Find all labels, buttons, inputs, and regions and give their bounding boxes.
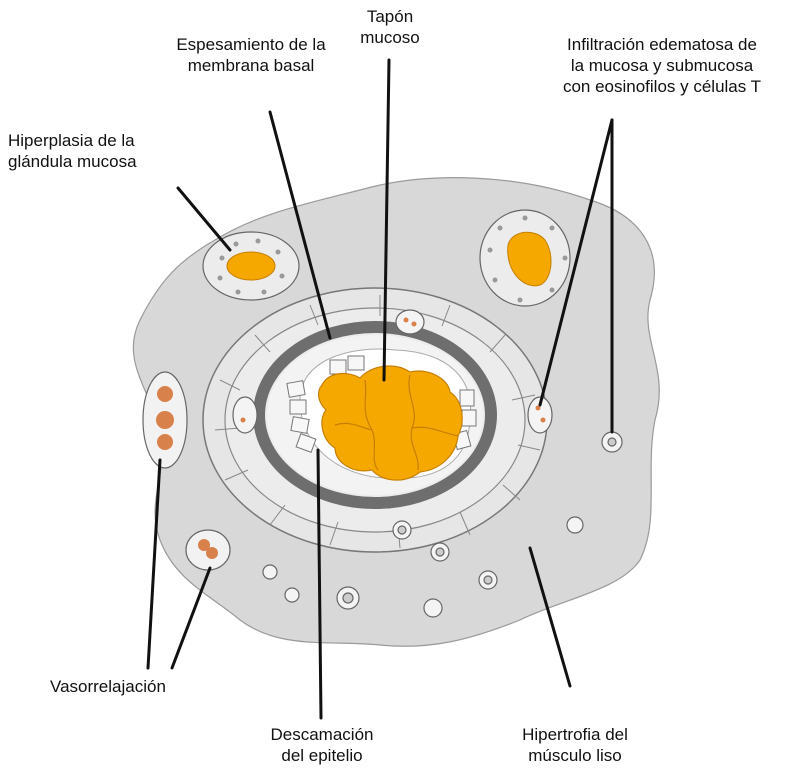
- mucous-gland-left: [203, 232, 299, 300]
- label-descamacion-epitelio: Descamación del epitelio: [264, 724, 380, 766]
- label-hipertrofia-musculo-liso: Hipertrofia del músculo liso: [510, 724, 640, 766]
- dilated-vessel-small: [186, 530, 230, 570]
- label-vasorrelajacion: Vasorrelajación: [50, 676, 166, 697]
- label-espesamiento-membrana-basal: Espesamiento de la membrana basal: [155, 34, 347, 76]
- label-infiltracion-edematosa: Infiltración edematosa de la mucosa y su…: [538, 34, 786, 97]
- dilated-vessel-elongated: [143, 372, 187, 468]
- mucous-gland-right: [480, 210, 570, 306]
- label-tapon-mucoso: Tapón mucoso: [360, 6, 420, 48]
- label-hiperplasia-glandula: Hiperplasia de la glándula mucosa: [8, 130, 137, 172]
- leader-line-vasorrelajacion-a: [148, 460, 160, 668]
- leader-line-hiperplasia: [178, 188, 230, 250]
